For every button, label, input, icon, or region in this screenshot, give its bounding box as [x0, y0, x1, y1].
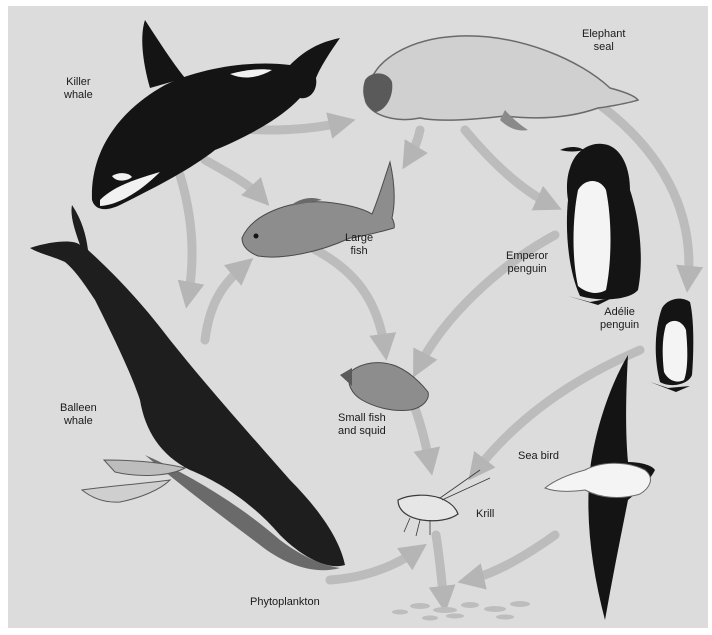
label-phytoplankton: Phytoplankton [250, 596, 320, 609]
label-sea-bird: Sea bird [518, 450, 559, 463]
label-krill: Krill [476, 508, 494, 521]
